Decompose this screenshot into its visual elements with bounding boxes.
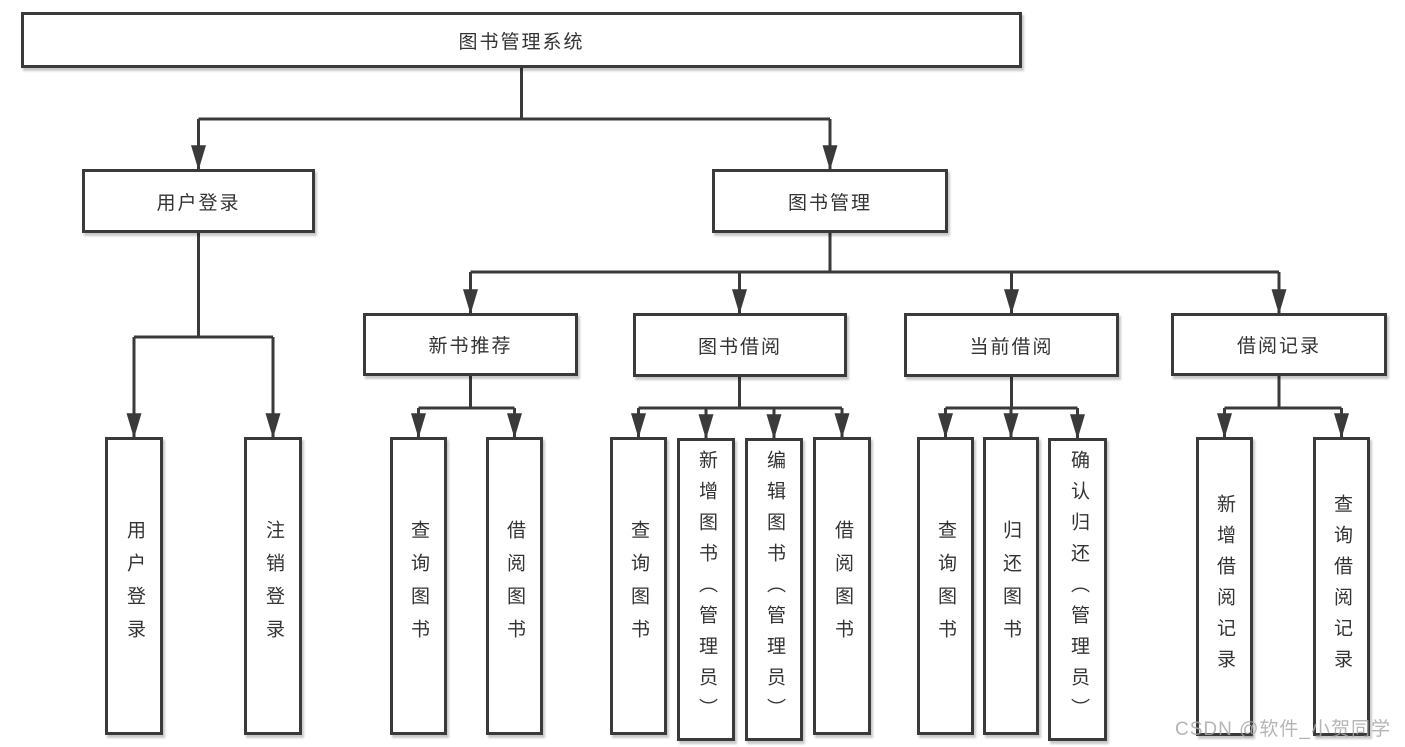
leaf-logout: 注销登录 xyxy=(244,437,302,735)
node-borrow-records: 借阅记录 xyxy=(1171,313,1387,376)
node-new-book-recommend: 新书推荐 xyxy=(363,313,578,376)
leaf-add-books-admin: 新增图书（管理员） xyxy=(677,438,735,741)
leaf-borrow-books-newbook: 借阅图书 xyxy=(486,437,543,735)
node-user-login: 用户登录 xyxy=(82,169,315,233)
leaf-user-login: 用户登录 xyxy=(105,437,163,735)
node-book-borrow: 图书借阅 xyxy=(633,313,847,377)
connector-newbook-to-children xyxy=(411,376,522,439)
leaf-confirm-return-admin: 确认归还（管理员） xyxy=(1048,438,1107,741)
node-current-borrow: 当前借阅 xyxy=(904,313,1119,377)
connector-records-to-children xyxy=(1217,376,1349,439)
leaf-return-books: 归还图书 xyxy=(983,437,1039,735)
leaf-edit-books-admin: 编辑图书（管理员） xyxy=(745,438,803,741)
leaf-add-borrow-record: 新增借阅记录 xyxy=(1196,437,1253,736)
connector-bookborrow-to-children xyxy=(631,377,850,440)
node-root-system: 图书管理系统 xyxy=(21,12,1022,68)
connector-bookmgmt-to-level3 xyxy=(463,233,1287,315)
leaf-query-books-current: 查询图书 xyxy=(917,437,974,735)
leaf-borrow-books: 借阅图书 xyxy=(813,437,871,735)
connector-currentborrow-to-children xyxy=(938,377,1085,440)
connector-userlogin-to-children xyxy=(126,233,281,439)
leaf-query-books-borrow: 查询图书 xyxy=(610,437,667,735)
leaf-query-books-newbook: 查询图书 xyxy=(390,437,447,735)
leaf-query-borrow-record: 查询借阅记录 xyxy=(1313,437,1370,736)
connector-root-to-level2 xyxy=(191,68,838,171)
node-book-management: 图书管理 xyxy=(712,169,948,233)
